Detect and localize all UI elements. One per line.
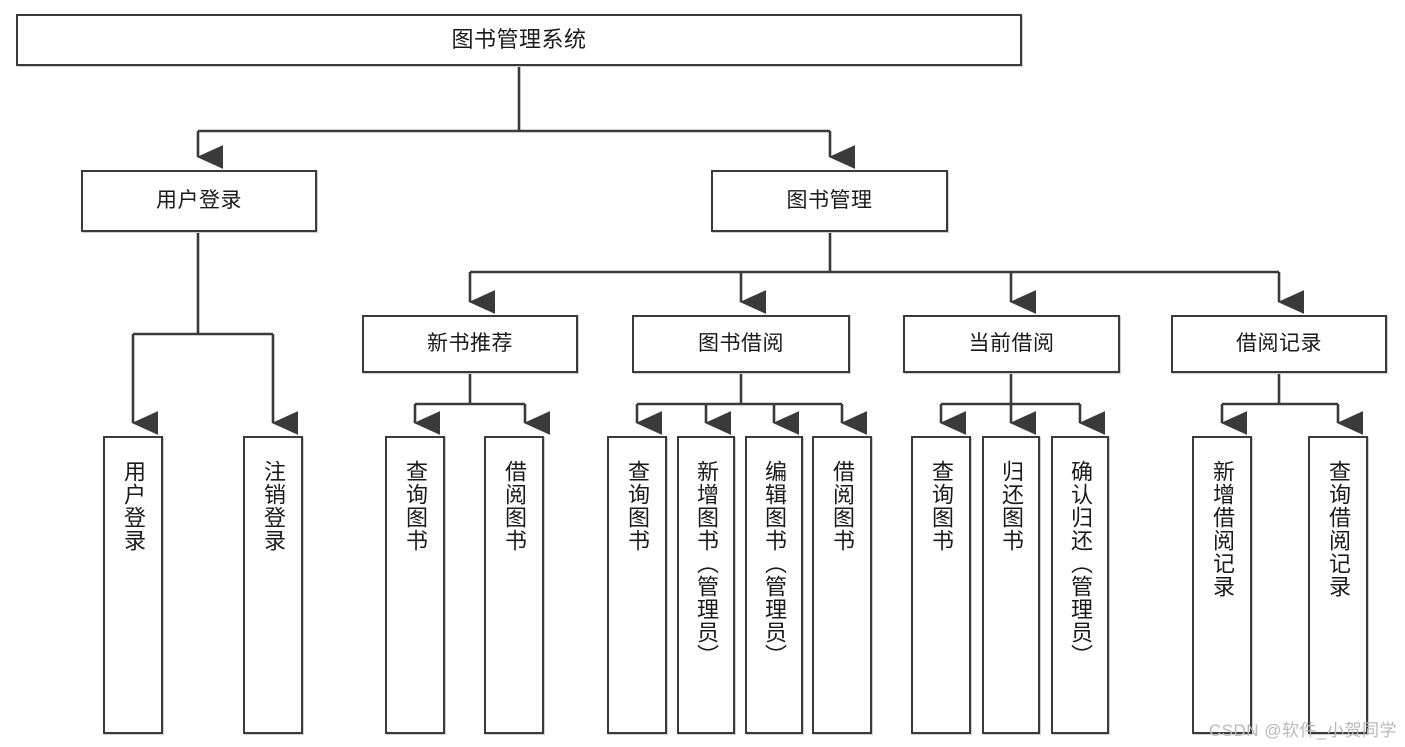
node-leaf-logout-login[interactable]: 注销登录 (243, 436, 303, 734)
node-label: 图书管理 (786, 188, 873, 212)
node-leaf-borrow-book-1[interactable]: 借阅图书 (484, 436, 544, 734)
node-book-borrow[interactable]: 图书借阅 (632, 315, 850, 373)
node-leaf-query-book-3[interactable]: 查询图书 (911, 436, 971, 734)
node-label: 新增图书（管理员） (693, 460, 719, 667)
node-borrow-record[interactable]: 借阅记录 (1171, 315, 1387, 373)
node-leaf-edit-book[interactable]: 编辑图书（管理员） (745, 436, 803, 734)
node-leaf-return-book[interactable]: 归还图书 (982, 436, 1040, 734)
node-label: 确认归还（管理员） (1067, 460, 1093, 667)
node-leaf-query-record[interactable]: 查询借阅记录 (1308, 436, 1368, 734)
node-label: 借阅图书 (501, 460, 527, 552)
node-label: 借阅记录 (1236, 331, 1322, 355)
node-label: 图书管理系统 (451, 26, 587, 52)
node-label: 查询图书 (624, 460, 650, 552)
node-label: 归还图书 (998, 460, 1024, 552)
node-leaf-confirm-return[interactable]: 确认归还（管理员） (1051, 436, 1109, 734)
node-label: 用户登录 (120, 460, 146, 552)
node-current-borrow[interactable]: 当前借阅 (903, 315, 1120, 373)
node-leaf-query-book-1[interactable]: 查询图书 (385, 436, 445, 734)
node-label: 图书借阅 (698, 331, 784, 355)
node-book-manage[interactable]: 图书管理 (711, 170, 948, 232)
node-root-system[interactable]: 图书管理系统 (16, 14, 1022, 66)
node-leaf-query-book-2[interactable]: 查询图书 (607, 436, 667, 734)
node-label: 新增借阅记录 (1209, 460, 1235, 598)
node-leaf-add-book[interactable]: 新增图书（管理员） (677, 436, 735, 734)
node-label: 用户登录 (156, 188, 242, 212)
csdn-watermark: CSDN @软件_小贺同学 (1208, 721, 1397, 740)
node-label: 查询图书 (402, 460, 428, 552)
node-label: 借阅图书 (829, 460, 855, 552)
node-leaf-add-record[interactable]: 新增借阅记录 (1192, 436, 1252, 734)
node-label: 当前借阅 (968, 331, 1055, 355)
node-new-book-recommend[interactable]: 新书推荐 (362, 315, 578, 373)
node-label: 查询借阅记录 (1325, 460, 1351, 598)
node-label: 查询图书 (928, 460, 954, 552)
node-label: 新书推荐 (427, 331, 513, 355)
node-label: 编辑图书（管理员） (761, 460, 787, 667)
node-user-login[interactable]: 用户登录 (81, 170, 317, 232)
node-leaf-borrow-book-2[interactable]: 借阅图书 (812, 436, 872, 734)
node-leaf-user-login[interactable]: 用户登录 (103, 436, 163, 734)
node-label: 注销登录 (260, 460, 286, 552)
